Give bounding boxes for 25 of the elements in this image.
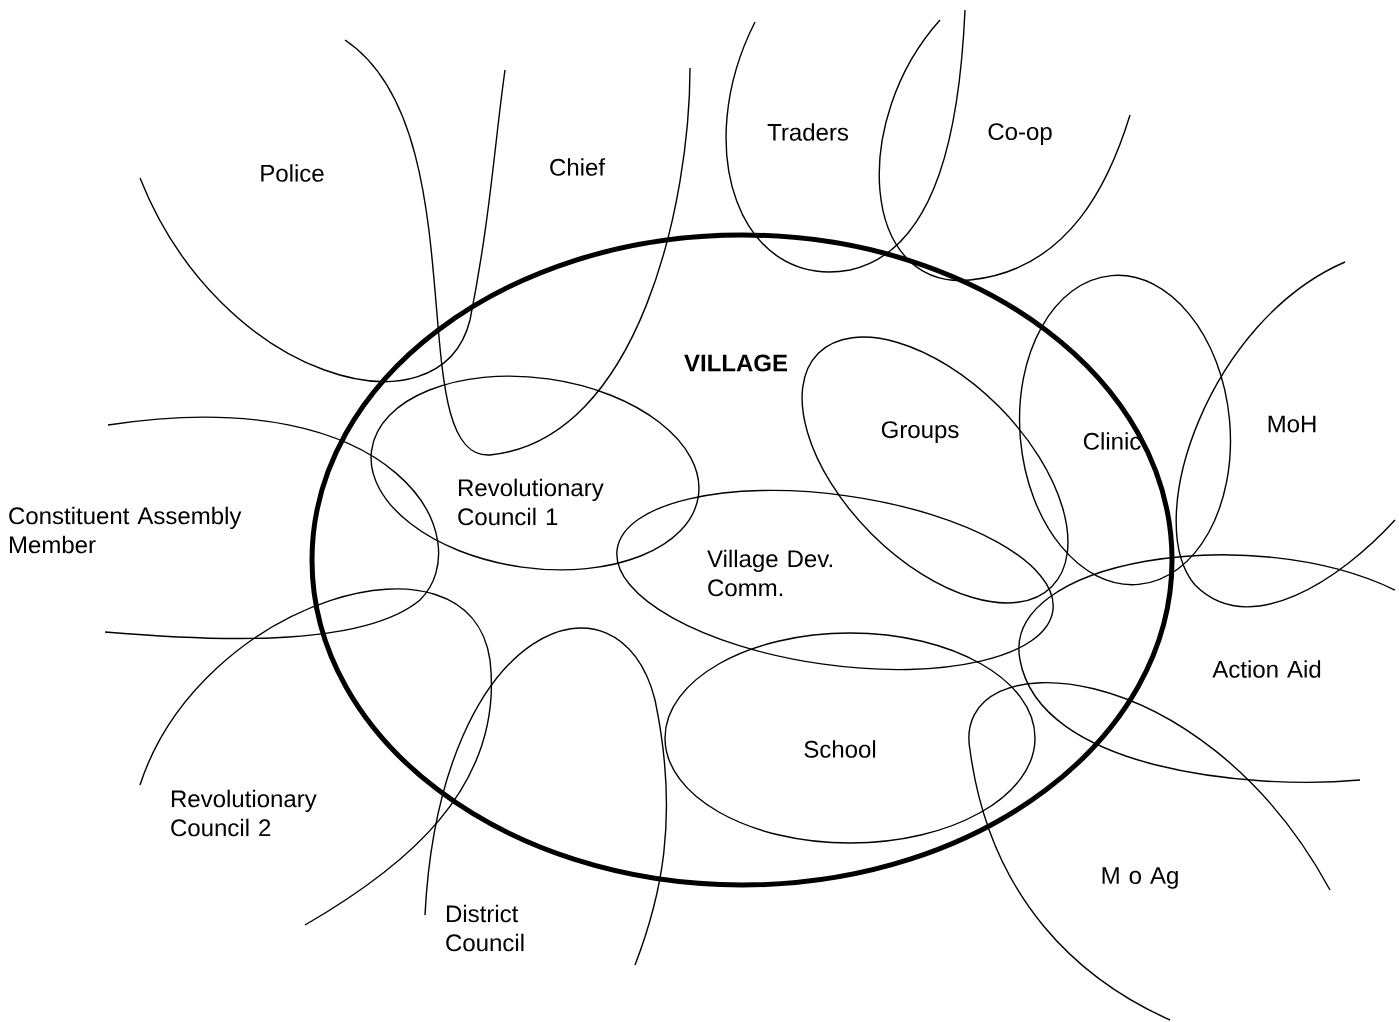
node-label: School [804,740,876,758]
node-label: Action Aid [1212,660,1321,678]
node-label: Revolutionary Council 2 [171,789,317,837]
node-label: Village Dev. Comm. [707,549,832,597]
node-label: M o Ag [1102,867,1178,889]
node-label: Revolutionary Council 1 [458,478,604,526]
node-label: Clinic [1083,432,1141,450]
node-label: Constituent Assembly Member [9,506,242,554]
node-label: Co-op [988,123,1052,145]
group-curve [969,682,1331,1021]
node-label: Groups [881,421,959,443]
group-curve [424,627,668,966]
group-curve [1175,261,1396,608]
node-label: VILLAGE [684,354,788,372]
group-curve [725,9,966,273]
node-label: MoH [1268,415,1316,433]
node-label: Police [261,164,324,182]
group-ellipse [1018,274,1232,586]
node-label: Traders [767,123,849,141]
group-curve [878,19,1131,281]
node-label: District Council [446,904,524,952]
node-label: Chief [550,158,606,176]
group-ellipse [664,632,1036,844]
group-curve [139,69,506,383]
group-curve [1019,554,1396,783]
